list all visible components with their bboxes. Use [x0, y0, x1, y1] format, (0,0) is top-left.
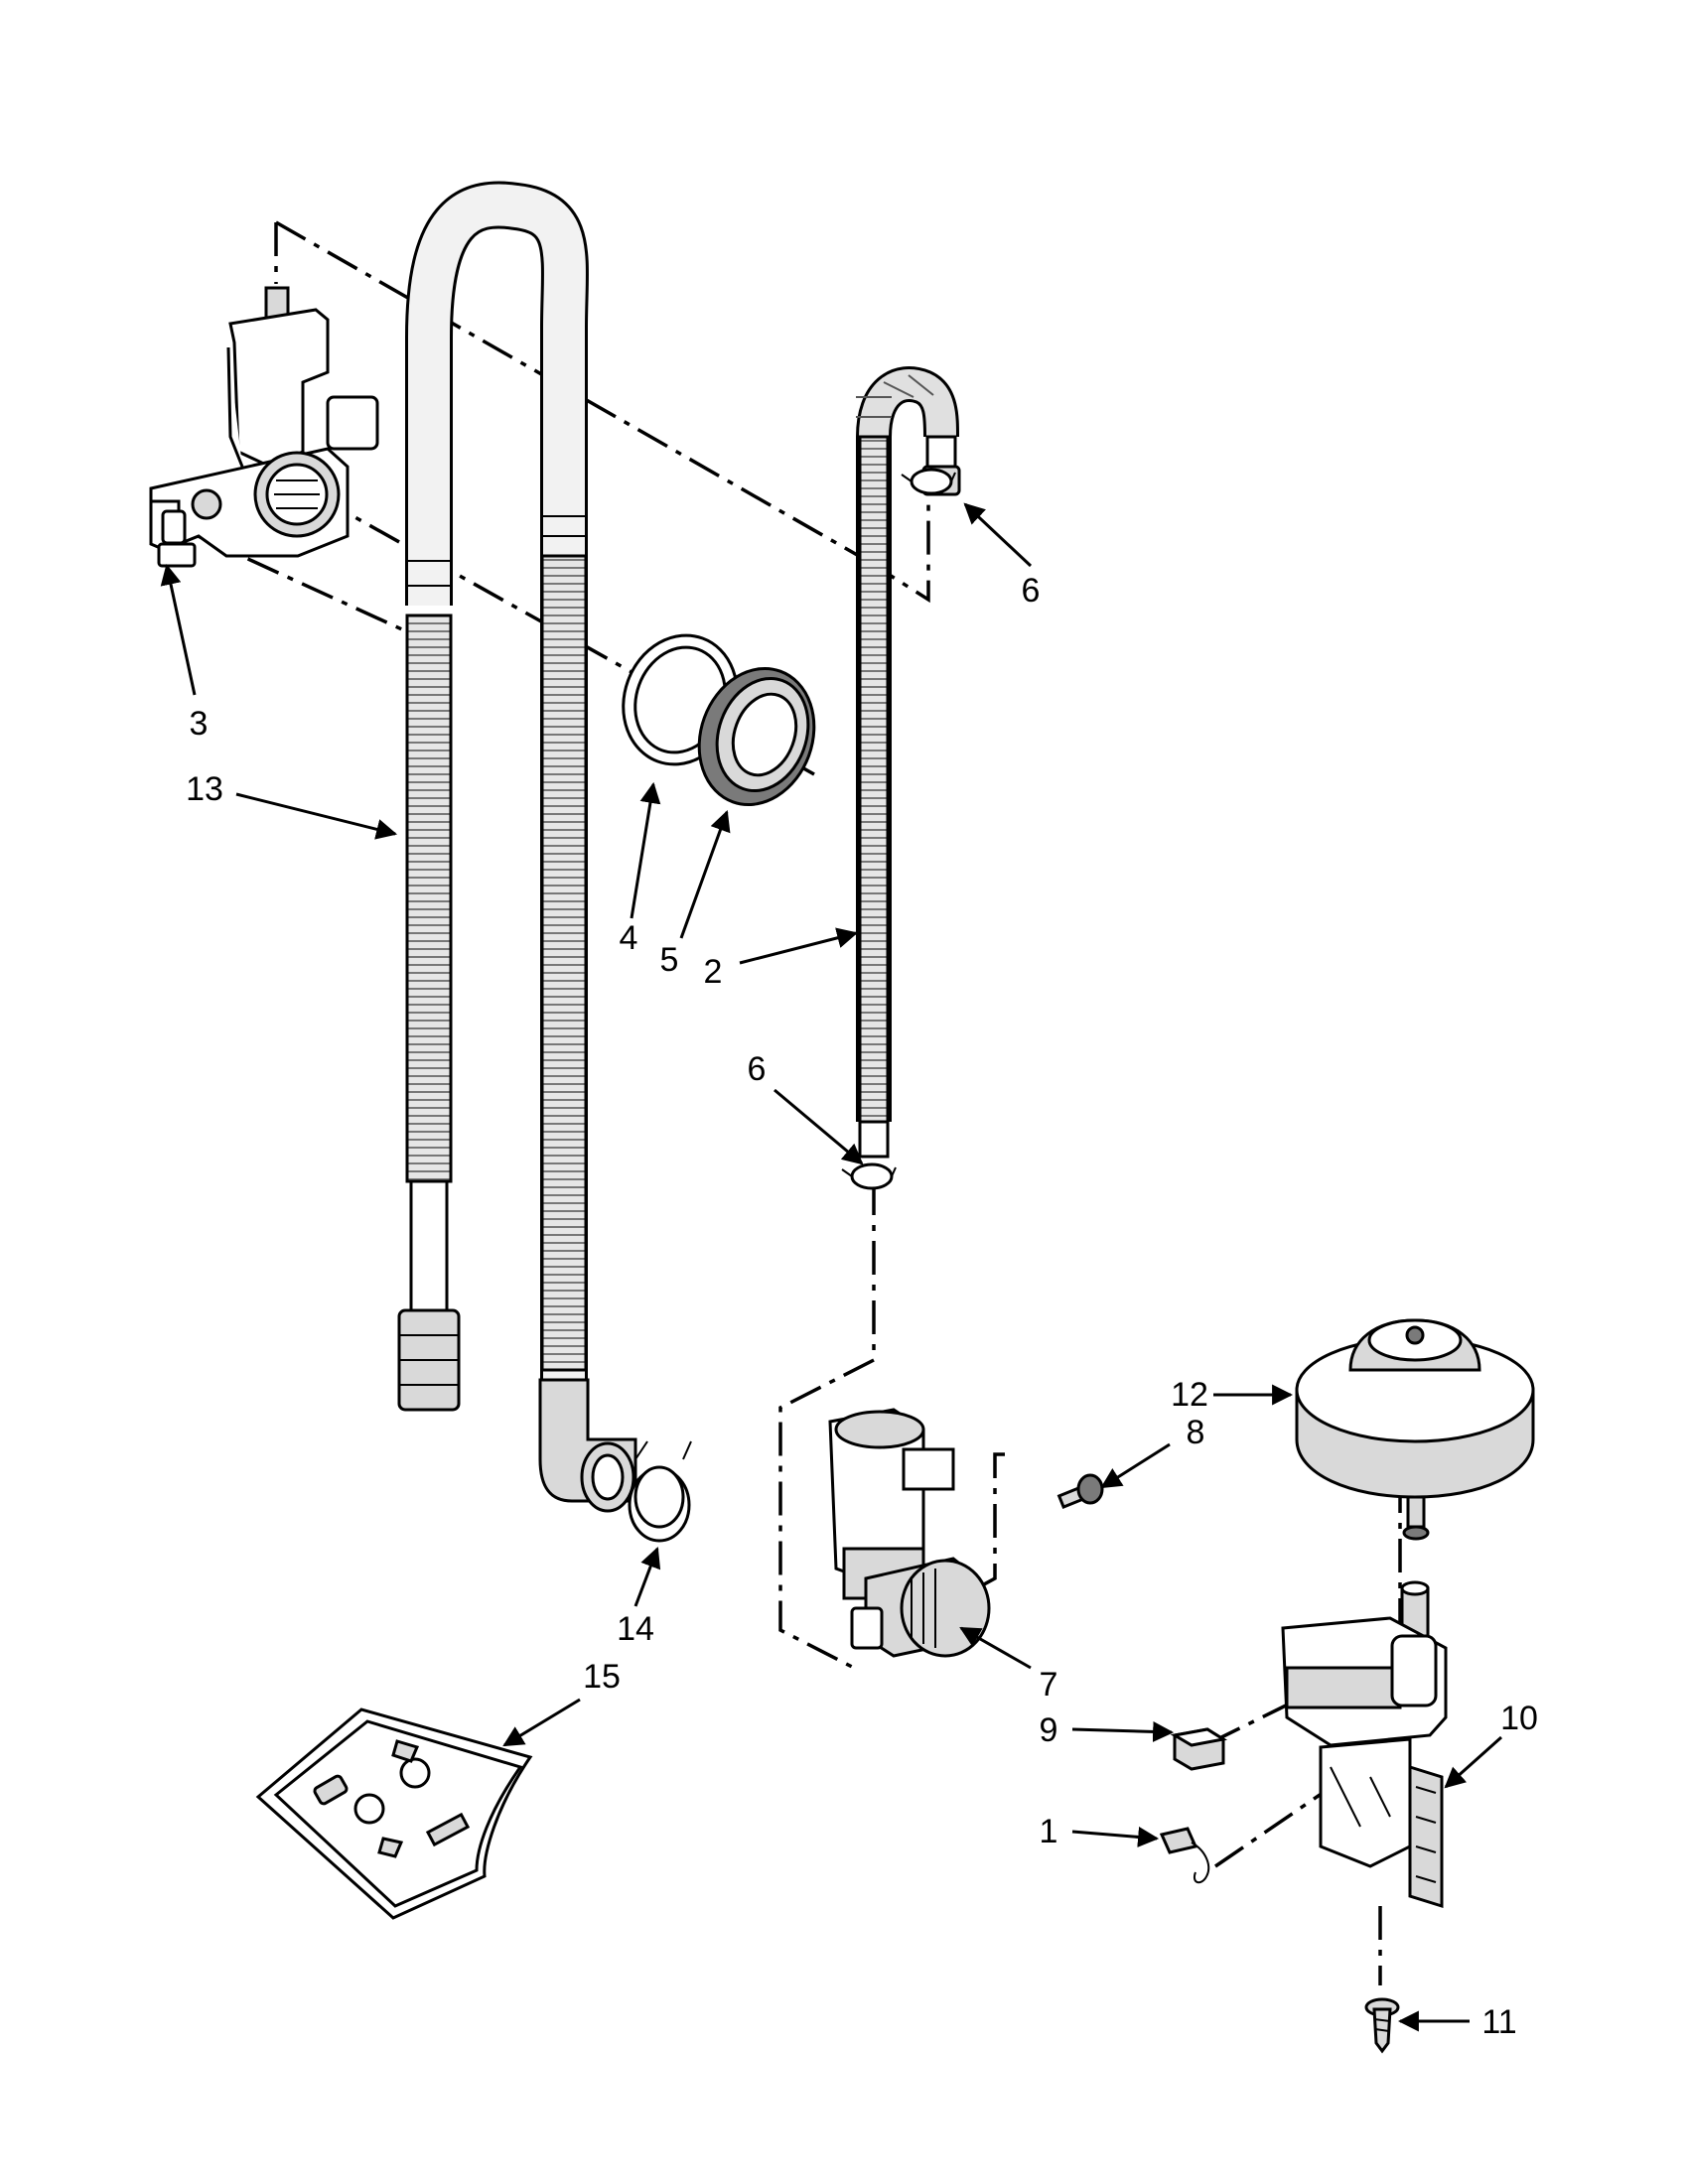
- callout-6-bottom: 6: [748, 1050, 767, 1088]
- callout-11: 11: [1481, 2003, 1516, 2041]
- callout-6-top: 6: [1022, 572, 1041, 610]
- callout-5: 5: [660, 941, 679, 979]
- callout-3: 3: [190, 705, 209, 743]
- callout-9: 9: [1040, 1711, 1058, 1749]
- callout-8: 8: [1187, 1414, 1205, 1451]
- callout-7: 7: [1040, 1666, 1058, 1704]
- part-6-clamp-top: [901, 468, 956, 495]
- part-5-nut: [697, 666, 816, 807]
- callout-2: 2: [704, 953, 723, 991]
- callout-1: 1: [1040, 1813, 1058, 1850]
- part-13-drain-hose: [397, 181, 637, 1513]
- part-6-clamp-bottom: [841, 1162, 897, 1190]
- callout-12: 12: [1171, 1376, 1208, 1414]
- part-15-parts-bag: [255, 1707, 533, 1920]
- leader-lines: [160, 502, 1502, 2032]
- part-8-screw: [1056, 1473, 1104, 1510]
- part-2-fill-hose: [856, 366, 961, 1159]
- part-3-hose-bracket: [149, 286, 379, 568]
- part-1-wire-clip: [1159, 1827, 1210, 1884]
- part-9-switch: [1170, 1727, 1228, 1771]
- part-14-spring-clamp: [628, 1440, 692, 1543]
- callout-14: 14: [617, 1610, 654, 1648]
- callout-15: 15: [583, 1658, 621, 1696]
- part-10-switch-bracket: [1281, 1580, 1448, 1909]
- part-11-screw: [1364, 1997, 1400, 2054]
- callout-13: 13: [186, 770, 223, 808]
- part-7-water-valve: [828, 1408, 991, 1658]
- callout-10: 10: [1500, 1700, 1538, 1737]
- callout-labels: 3 13 4 5 2 6 6 7 8 12 9 1 10 11 14 15: [186, 572, 1538, 2041]
- callout-4: 4: [620, 919, 638, 957]
- part-12-float: [1295, 1318, 1535, 1541]
